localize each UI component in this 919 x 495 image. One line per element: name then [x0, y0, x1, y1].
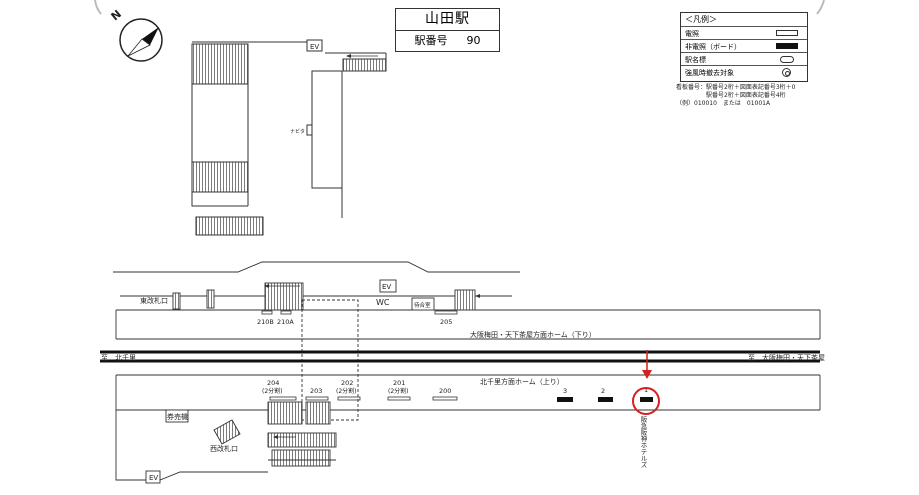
- boards: 3 2 1 阪急阪神ホテルズ: [557, 386, 653, 468]
- compass-needle-icon: [142, 27, 159, 45]
- station-title-box: 山田駅 駅番号 90: [395, 8, 500, 52]
- board-code-label: 3: [563, 387, 567, 395]
- legend-row: 駅名標: [681, 52, 807, 66]
- upper-signs: 210B 210A 205: [257, 310, 458, 326]
- lower-signs: 204 (2分割) 203 202 (2分割) 201 (2分割) 200: [262, 379, 458, 401]
- sign-code-label: 205: [440, 318, 452, 326]
- sign-code-label: 203: [310, 387, 322, 395]
- sign-marker: [434, 310, 458, 315]
- ev-mid-label: EV: [382, 283, 391, 291]
- up-platform-label: 北千里方面ホーム（上り）: [480, 377, 564, 386]
- station-name-sign-icon: [780, 56, 794, 63]
- upper-concourse: [191, 39, 387, 236]
- legend-label: 電照: [685, 30, 699, 38]
- direction-right-label: 至 大阪梅田・天下茶屋: [748, 353, 825, 362]
- east-gate-label: 東改札口: [140, 296, 168, 305]
- sign-code-label: 200: [439, 387, 451, 395]
- down-platform-label: 大阪梅田・天下茶屋方面ホーム（下り）: [470, 330, 596, 339]
- station-number-row: 駅番号 90: [396, 30, 499, 51]
- highlight-annotation: [632, 350, 660, 415]
- board-marker: [557, 397, 573, 402]
- sign-code-label: 201: [393, 379, 405, 387]
- legend-row: 非電照（ボード）: [681, 39, 807, 53]
- ev-bottom-label: EV: [149, 474, 158, 482]
- board-code-label: 1: [644, 386, 648, 394]
- sign-code-label: 204: [267, 379, 279, 387]
- board-code-label: 2: [601, 387, 605, 395]
- sign-code-label: 210A: [277, 318, 294, 326]
- note-line: 駅番号2桁＋図面表記番号4桁: [676, 92, 786, 99]
- sign-code-label: 210B: [257, 318, 274, 326]
- navita-label: ナビタ: [290, 128, 305, 135]
- hotel-vertical-label: 阪急阪神ホテルズ: [639, 415, 647, 469]
- waiting-room-label: 待合室: [414, 301, 431, 309]
- legend-row: 電照: [681, 26, 807, 40]
- legend-label: 非電照（ボード）: [685, 43, 741, 51]
- ev-top-label: EV: [310, 43, 319, 51]
- direction-left-label: 至 北千里: [101, 353, 136, 362]
- ticket-machine-label: 券売機: [167, 412, 188, 421]
- page-edge-right: [816, 0, 825, 15]
- legend-label: 強風時撤去対象: [685, 69, 734, 77]
- station-name: 山田駅: [396, 9, 499, 31]
- station-number-label: 駅番号: [414, 34, 448, 47]
- legend-label: 駅名標: [685, 56, 706, 64]
- note-line: 看板番号：駅番号2桁＋図面表記番号3桁＋0: [676, 84, 796, 91]
- arrow-down-icon: [642, 370, 652, 379]
- illuminated-sign-icon: [776, 30, 798, 36]
- sign-note-label: (2分割): [336, 387, 357, 395]
- sign-number-notes: 看板番号：駅番号2桁＋図面表記番号3桁＋0 駅番号2桁＋図面表記番号4桁 （例）…: [676, 84, 816, 108]
- sign-note-label: (2分割): [262, 387, 283, 395]
- highlight-circle: [632, 387, 660, 415]
- page-edge-left: [94, 0, 102, 15]
- double-circle-icon: [782, 68, 791, 77]
- legend-title: ＜凡例＞: [685, 15, 717, 24]
- station-number-value: 90: [466, 34, 481, 47]
- legend: ＜凡例＞ 電照 非電照（ボード） 駅名標 強風時撤去対象: [680, 12, 808, 82]
- sign-marker: [261, 310, 273, 315]
- legend-row: 強風時撤去対象: [681, 65, 807, 81]
- board-sign-icon: [776, 43, 798, 49]
- note-line: （例）010010 または 01001A: [676, 100, 771, 107]
- compass: N: [109, 7, 163, 62]
- station-outline: [100, 261, 821, 484]
- west-gate-label: 西改札口: [210, 444, 238, 453]
- compass-north-label: N: [109, 7, 124, 23]
- board-marker: [598, 397, 613, 402]
- sign-note-label: (2分割): [388, 387, 409, 395]
- sign-marker: [280, 310, 292, 315]
- board-marker: [640, 397, 653, 402]
- wc-label: WC: [376, 298, 390, 307]
- sign-code-label: 202: [341, 379, 353, 387]
